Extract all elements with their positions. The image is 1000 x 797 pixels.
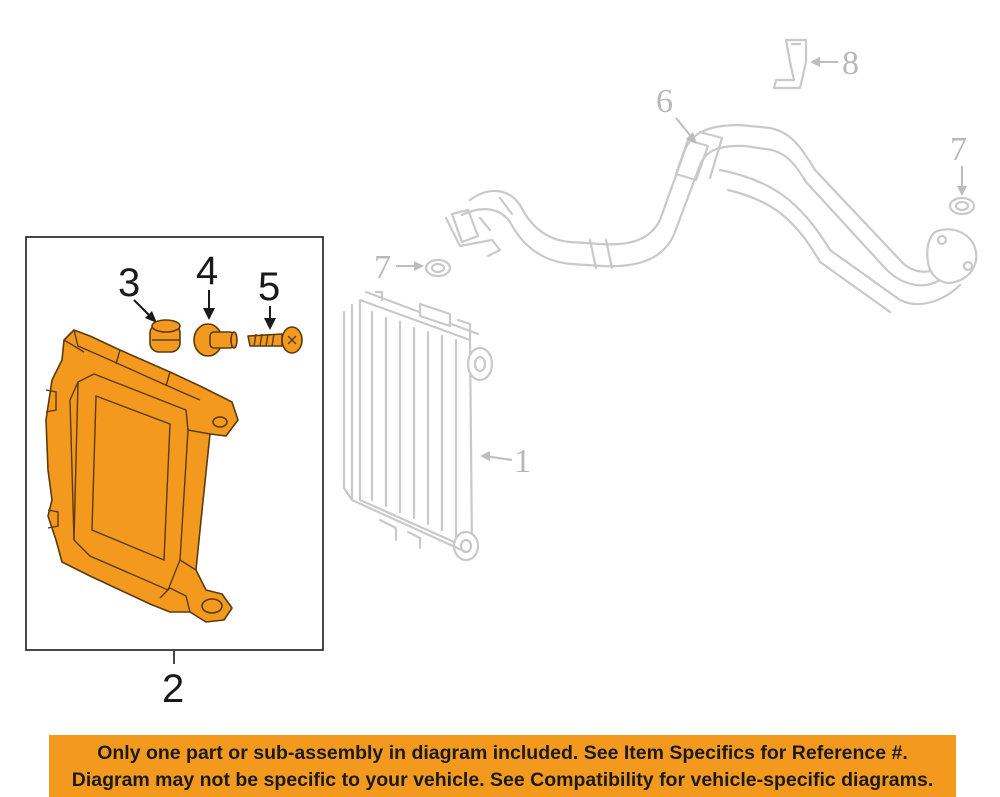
callout-7-left: 7 <box>374 249 391 286</box>
callout-5-arrowhead <box>264 318 276 330</box>
o-ring-part-7-right <box>948 196 976 216</box>
bracket-part-2 <box>45 329 239 623</box>
disclaimer-line-1: Only one part or sub-assembly in diagram… <box>97 742 908 764</box>
callout-6-arrowhead <box>686 132 697 144</box>
parts-diagram: 8 6 7 7 <box>25 38 978 711</box>
callout-7-right: 7 <box>950 131 967 168</box>
bracket-part-8 <box>772 38 808 90</box>
bushing-part-4 <box>193 323 238 357</box>
callout-5: 5 <box>258 265 280 309</box>
oil-cooler-part-1 <box>342 290 494 562</box>
callout-1: 1 <box>514 443 531 480</box>
callout-6: 6 <box>656 83 673 120</box>
o-ring-part-7-left <box>424 258 452 278</box>
callout-8: 8 <box>842 45 859 82</box>
callout-7-left-arrowhead <box>414 261 424 271</box>
callout-1-arrowhead <box>480 451 490 461</box>
callout-3: 3 <box>118 261 140 305</box>
disclaimer-line-2: Diagram may not be specific to your vehi… <box>71 769 934 791</box>
bolt-part-5 <box>247 326 303 354</box>
callout-3-arrowhead <box>145 311 157 323</box>
callout-2: 2 <box>162 667 184 711</box>
callout-4-arrowhead <box>203 308 215 320</box>
hose-assembly-part-6 <box>444 123 978 314</box>
grommet-part-3 <box>149 319 181 353</box>
callout-4: 4 <box>196 249 218 293</box>
disclaimer-banner: Only one part or sub-assembly in diagram… <box>49 735 956 797</box>
callout-7-right-arrowhead <box>957 186 967 196</box>
callout-8-arrowhead <box>810 57 820 67</box>
